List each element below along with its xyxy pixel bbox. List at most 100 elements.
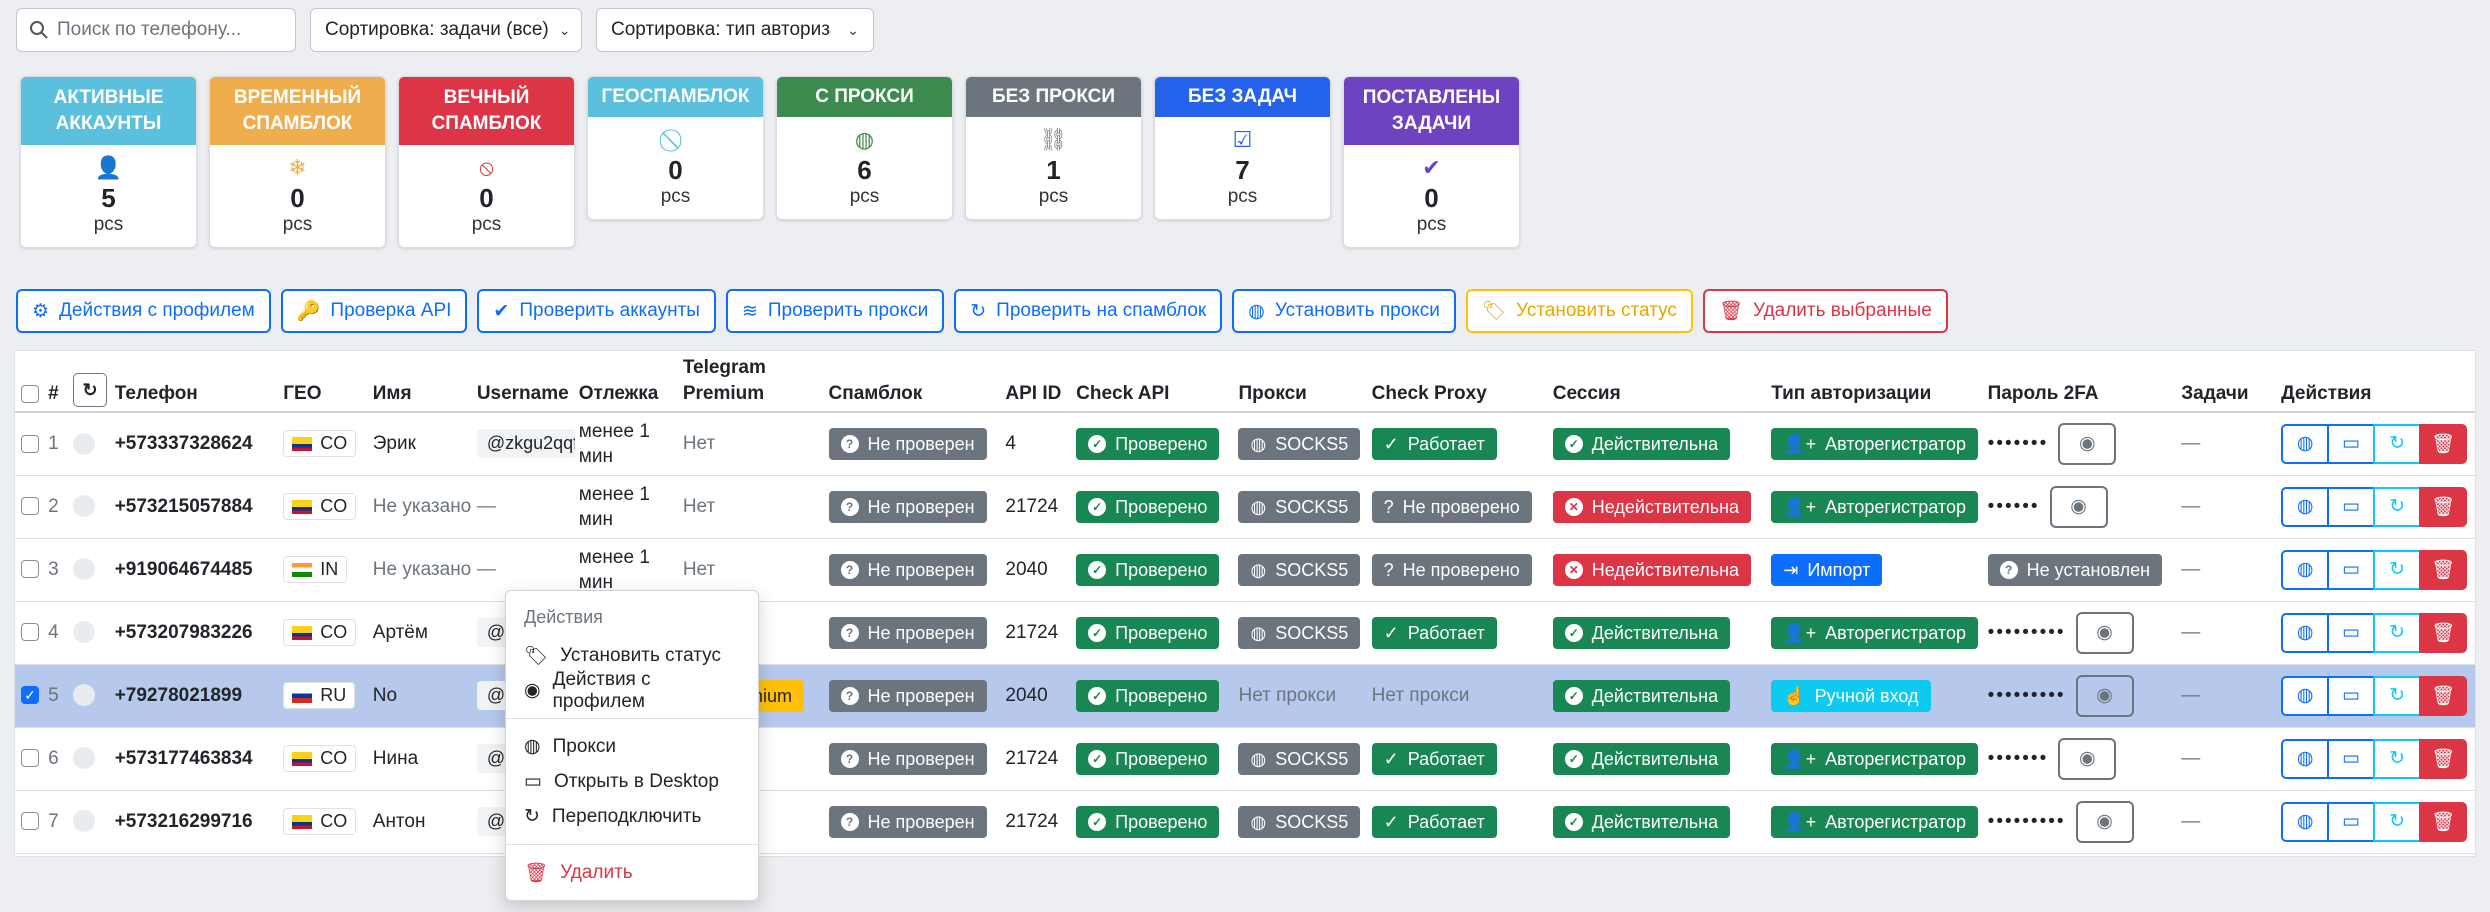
table-row[interactable]: 2 +573215057884 CO Не указано — менее 1 … (15, 475, 2475, 539)
proxy-label: SOCKS5 (1275, 496, 1349, 517)
col-pass2fa: Пароль 2FA (1983, 351, 2178, 413)
row-reconnect-button[interactable]: ↻ (2373, 801, 2422, 842)
profile-actions-label: Действия с профилем (59, 300, 255, 321)
show-password-button[interactable]: ◉ (2058, 737, 2117, 780)
stat-card-unit: pcs (93, 214, 124, 235)
show-password-button[interactable]: ◉ (2058, 422, 2117, 465)
row-checkbox[interactable] (21, 812, 39, 831)
ctx-open-desktop[interactable]: ▭Открыть в Desktop (506, 764, 758, 799)
check-api-badge: ✓Проверено (1076, 553, 1220, 586)
row-proxy-button[interactable]: ◍ (2281, 738, 2330, 779)
row-checkbox[interactable] (21, 560, 39, 579)
row-desktop-button[interactable]: ▭ (2327, 549, 2376, 590)
sort-auth-select[interactable]: Сортировка: тип авторизаци ⌄ (596, 8, 874, 52)
ctx-reconnect[interactable]: ↻Переподключить (506, 799, 758, 834)
col-session: Сессия (1548, 351, 1768, 413)
proxy-badge: ◍SOCKS5 (1238, 490, 1361, 523)
check-api-badge: ✓Проверено (1076, 742, 1220, 775)
row-desktop-button[interactable]: ▭ (2327, 675, 2376, 716)
check-proxy-button[interactable]: ≋Проверить прокси (725, 289, 945, 333)
row-proxy-button[interactable]: ◍ (2281, 486, 2330, 527)
password-mask: ••••••••• (1987, 810, 2066, 832)
hand-pointer-icon: ☝ (1783, 685, 1806, 706)
delete-selected-button[interactable]: 🗑Удалить выбранные (1702, 289, 1948, 333)
row-checkbox[interactable] (21, 497, 39, 516)
row-desktop-button[interactable]: ▭ (2327, 801, 2376, 842)
check-accounts-button[interactable]: ✔Проверить аккаунты (477, 289, 716, 333)
stat-card-value: 5 (101, 183, 116, 213)
row-delete-button[interactable]: 🗑 (2419, 675, 2468, 716)
table-row[interactable]: 7 +573216299716 CO Антон @ т ?Не провере… (15, 790, 2475, 854)
check-api-label: Проверено (1115, 496, 1208, 517)
table-row[interactable]: 4 +573207983226 CO Артём @ т ?Не провере… (15, 601, 2475, 665)
row-actions: ◍ ▭ ↻ 🗑 (2281, 423, 2468, 464)
row-checkbox[interactable] (21, 434, 39, 453)
phone-number: +573216299716 (110, 790, 280, 854)
show-password-button[interactable]: ◉ (2049, 485, 2108, 528)
row-desktop-button[interactable]: ▭ (2327, 423, 2376, 464)
flag-icon (292, 499, 313, 514)
row-reconnect-button[interactable]: ↻ (2373, 423, 2422, 464)
show-password-button[interactable]: ◉ (2075, 800, 2134, 843)
set-status-button[interactable]: 🏷Установить статус (1465, 289, 1693, 333)
row-delete-button[interactable]: 🗑 (2419, 423, 2468, 464)
session-badge: ✓Действительна (1552, 616, 1731, 649)
ctx-set-status[interactable]: 🏷Установить статус (506, 638, 758, 673)
row-proxy-button[interactable]: ◍ (2281, 801, 2330, 842)
row-delete-button[interactable]: 🗑 (2419, 612, 2468, 653)
row-reconnect-button[interactable]: ↻ (2373, 738, 2422, 779)
row-desktop-button[interactable]: ▭ (2327, 738, 2376, 779)
pass-badge: ?Не установлен (1987, 553, 2163, 586)
search-input[interactable]: Поиск по телефону... (16, 8, 296, 52)
row-desktop-button[interactable]: ▭ (2327, 612, 2376, 653)
set-proxy-button[interactable]: ◍Установить прокси (1232, 289, 1456, 333)
table-row[interactable]: 3 +919064674485 IN Не указано — менее 1 … (15, 538, 2475, 602)
row-delete-button[interactable]: 🗑 (2419, 486, 2468, 527)
check-spam-button[interactable]: ↻Проверить на спамблок (954, 289, 1223, 333)
ctx-profile-actions[interactable]: ◉Действия с профилем (506, 669, 758, 712)
row-delete-button[interactable]: 🗑 (2419, 738, 2468, 779)
row-delete-button[interactable]: 🗑 (2419, 801, 2468, 842)
api-check-button[interactable]: 🔑Проверка API (280, 289, 468, 333)
user-plus-icon: 👤+ (1783, 433, 1817, 454)
table-row[interactable]: 6 +573177463834 CO Нина @ т ?Не проверен… (15, 727, 2475, 791)
row-reconnect-button[interactable]: ↻ (2373, 549, 2422, 590)
row-reconnect-button[interactable]: ↻ (2373, 675, 2422, 716)
refresh-toggle-button[interactable]: ↻ (73, 373, 108, 407)
row-proxy-button[interactable]: ◍ (2281, 612, 2330, 653)
row-delete-button[interactable]: 🗑 (2419, 549, 2468, 590)
table-row[interactable]: ✓ 5 +79278021899 RU No @ ★Premium ?Не пр… (15, 664, 2475, 728)
check-icon: ✓ (1383, 748, 1399, 769)
question-icon: ? (840, 812, 859, 831)
row-proxy-button[interactable]: ◍ (2281, 675, 2330, 716)
row-checkbox[interactable] (21, 749, 39, 768)
globe-icon: ◍ (1248, 300, 1265, 322)
col-actions: Действия (2277, 351, 2475, 413)
eye-icon: ◉ (2096, 811, 2113, 832)
row-reconnect-button[interactable]: ↻ (2373, 612, 2422, 653)
row-checkbox[interactable]: ✓ (21, 686, 39, 705)
spam-label: Не проверен (867, 433, 975, 454)
show-password-button[interactable]: ◉ (2075, 611, 2134, 654)
row-reconnect-button[interactable]: ↻ (2373, 486, 2422, 527)
ban-icon: ⦸ (479, 155, 494, 180)
table-row[interactable]: 1 +573337328624 CO Эрик @zkgu2qqfq7 мене… (15, 412, 2475, 476)
api-check-label: Проверка API (330, 300, 452, 321)
geo-code: CO (320, 811, 348, 831)
spam-badge: ?Не проверен (828, 679, 987, 712)
sort-tasks-select[interactable]: Сортировка: задачи (все) ⌄ (310, 8, 582, 52)
check-icon: ✓ (1564, 686, 1583, 705)
stat-card-value: 0 (479, 183, 494, 213)
ctx-delete[interactable]: 🗑Удалить (506, 855, 758, 890)
ctx-proxy[interactable]: ◍Прокси (506, 729, 758, 764)
proxy-label: SOCKS5 (1275, 433, 1349, 454)
row-checkbox[interactable] (21, 623, 39, 642)
row-proxy-button[interactable]: ◍ (2281, 549, 2330, 590)
row-desktop-button[interactable]: ▭ (2327, 486, 2376, 527)
proxy-label: SOCKS5 (1275, 748, 1349, 769)
profile-actions-button[interactable]: ⚙Действия с профилем (16, 289, 271, 333)
show-password-button[interactable]: ◉ (2075, 674, 2134, 717)
select-all-checkbox[interactable] (21, 384, 39, 403)
geo-badge: CO (283, 808, 357, 835)
row-proxy-button[interactable]: ◍ (2281, 423, 2330, 464)
